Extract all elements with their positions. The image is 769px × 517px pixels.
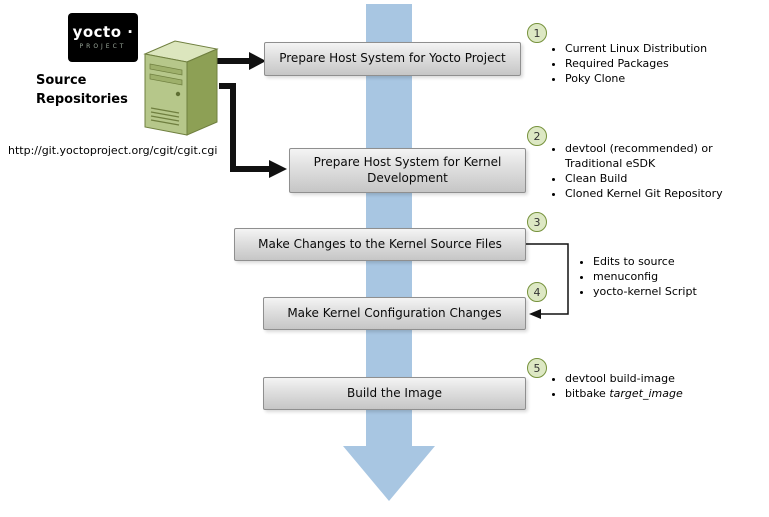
bullet-text: devtool build-image [565, 372, 675, 385]
yocto-logo-brand-text: yocto · [72, 23, 134, 41]
step1-bullet-list: Current Linux Distribution Required Pack… [552, 41, 769, 86]
step3-to-step4-connector-icon [526, 243, 569, 319]
step-box-make-config-changes: Make Kernel Configuration Changes [263, 297, 526, 330]
step-box-build-image: Build the Image [263, 377, 526, 410]
source-repository-url: http://git.yoctoproject.org/cgit/cgit.cg… [8, 144, 218, 157]
bullet-item: Clean Build [565, 171, 733, 186]
bullet-item: Edits to source [593, 254, 753, 269]
step-box-make-source-changes: Make Changes to the Kernel Source Files [234, 228, 526, 261]
bullet-item: Required Packages [565, 56, 769, 71]
step-number-badge-2: 2 [527, 126, 547, 146]
bullet-item: devtool (recommended) or Traditional eSD… [565, 141, 733, 171]
step2-bullet-list: devtool (recommended) or Traditional eSD… [552, 141, 733, 201]
step-number-badge-5: 5 [527, 358, 547, 378]
bullet-item: Cloned Kernel Git Repository [565, 186, 733, 201]
step-number-badge-4: 4 [527, 282, 547, 302]
step-number-badge-3: 3 [527, 212, 547, 232]
server-to-step1-arrow-icon [216, 52, 266, 70]
bullet-text-italic: target_image [609, 387, 683, 400]
bullet-item: bitbake target_image [565, 386, 750, 401]
step-number-badge-1: 1 [527, 23, 547, 43]
yocto-logo-project-text: PROJECT [79, 43, 127, 50]
step-box-prepare-host-yocto: Prepare Host System for Yocto Project [264, 42, 521, 76]
yocto-logo: yocto · PROJECT [68, 13, 138, 62]
step3-step4-shared-bullet-list: Edits to source menuconfig yocto-kernel … [580, 254, 753, 299]
bullet-item: Current Linux Distribution [565, 41, 769, 56]
step5-bullet-list: devtool build-image bitbake target_image [552, 371, 750, 401]
bullet-item: menuconfig [593, 269, 753, 284]
bullet-text: bitbake [565, 387, 610, 400]
bullet-item: Poky Clone [565, 71, 769, 86]
step-box-prepare-host-kernel: Prepare Host System for Kernel Developme… [289, 148, 526, 193]
source-repositories-label: Source Repositories [36, 73, 128, 107]
server-tower-icon [143, 40, 219, 136]
bullet-item: devtool build-image [565, 371, 750, 386]
bullet-item: yocto-kernel Script [593, 284, 753, 299]
server-to-step2-arrow-icon [219, 83, 287, 178]
